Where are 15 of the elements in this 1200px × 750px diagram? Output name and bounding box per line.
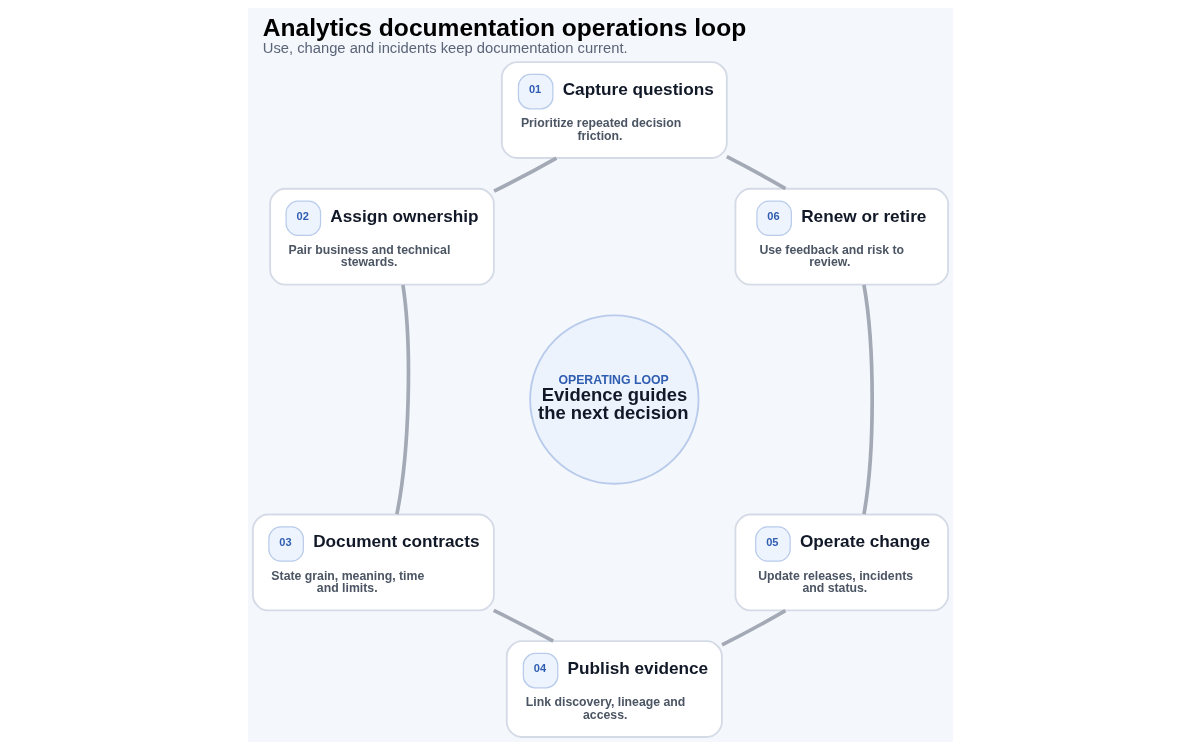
caption: Use, change and incidents keep documentation current. (262, 40, 628, 57)
node-circle: OPERATING LOOP Evidence guides the next decision (528, 314, 699, 485)
connector (394, 284, 410, 515)
connector (861, 284, 874, 515)
node-box: 05 Operate change Update releases, incidents and status. (734, 513, 949, 612)
node-box: 01 Capture questions Prioritize repeated decision friction. (500, 61, 728, 159)
node-box: 04 Publish evidence Link discovery, lineage and access. (505, 640, 723, 738)
node-box: 06 Renew or retire Use feedback and risk to review. (734, 187, 949, 286)
node-box: 02 Assign ownership Pair business and technical stewards. (268, 187, 495, 286)
node-box: 03 Document contracts State grain, meaning, time and limits. (251, 513, 495, 612)
connector (492, 156, 557, 193)
diagram-title: Analytics documentation operations loop (262, 14, 746, 42)
connector (492, 608, 554, 643)
connector (725, 155, 786, 191)
connector (720, 609, 786, 647)
